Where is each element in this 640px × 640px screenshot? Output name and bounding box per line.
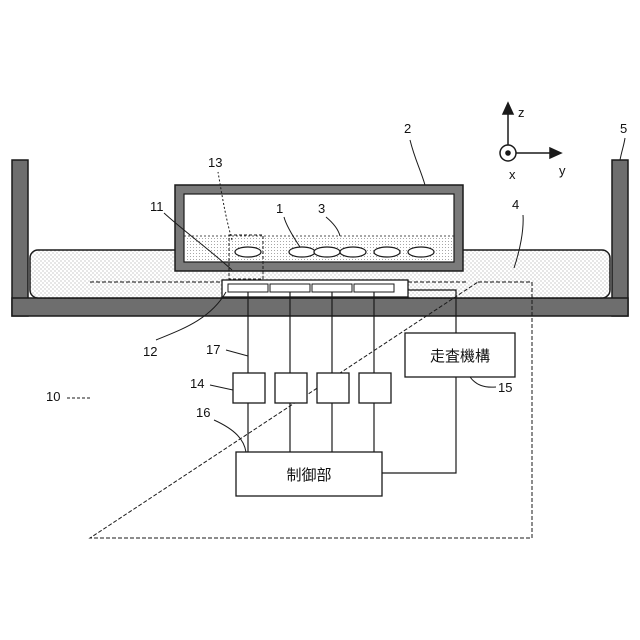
label-cover: 2 [404, 121, 411, 136]
controller-text: 制御部 [286, 466, 331, 484]
axis-label-z: z [518, 105, 525, 120]
amplifier-box [359, 373, 391, 403]
leader-signal [214, 420, 246, 452]
scanner-text: 走査機構 [430, 347, 490, 365]
label-liquid: 4 [512, 197, 519, 212]
label-window: 13 [208, 155, 222, 170]
label-probe: 11 [150, 199, 164, 214]
axis-label-y: y [559, 163, 566, 178]
cell [374, 247, 400, 257]
leader-cover [410, 140, 425, 185]
leader-wiring [226, 350, 248, 356]
system-boundary [90, 282, 532, 538]
x-axis-dot [505, 150, 511, 156]
z-arrowhead [503, 103, 513, 114]
axis-label-x: x [509, 167, 516, 182]
label-system: 10 [46, 389, 60, 404]
amplifier-box [317, 373, 349, 403]
label-wall: 5 [620, 121, 627, 136]
cell [289, 247, 315, 257]
leader-scanner [470, 377, 496, 387]
label-medium: 3 [318, 201, 325, 216]
label-signal: 16 [196, 405, 210, 420]
array-element [228, 284, 268, 292]
label-array: 12 [143, 344, 157, 359]
amplifier-group [233, 373, 391, 403]
cell [408, 247, 434, 257]
cell [235, 247, 261, 257]
leader-wall [620, 138, 625, 160]
leader-amplifier [210, 385, 233, 390]
tank-floor [12, 298, 628, 316]
label-wiring: 17 [206, 342, 220, 357]
array-element [312, 284, 352, 292]
y-arrowhead [550, 148, 561, 158]
left-wall [12, 160, 28, 316]
amplifier-box [233, 373, 265, 403]
label-scanner: 15 [498, 380, 512, 395]
array-element [354, 284, 394, 292]
label-amplifier: 14 [190, 376, 204, 391]
cell [340, 247, 366, 257]
right-wall [612, 160, 628, 316]
cell [314, 247, 340, 257]
coordinate-axes [500, 103, 561, 161]
sensor-array [222, 280, 408, 297]
amplifier-box [275, 373, 307, 403]
array-element [270, 284, 310, 292]
label-cells: 1 [276, 201, 283, 216]
